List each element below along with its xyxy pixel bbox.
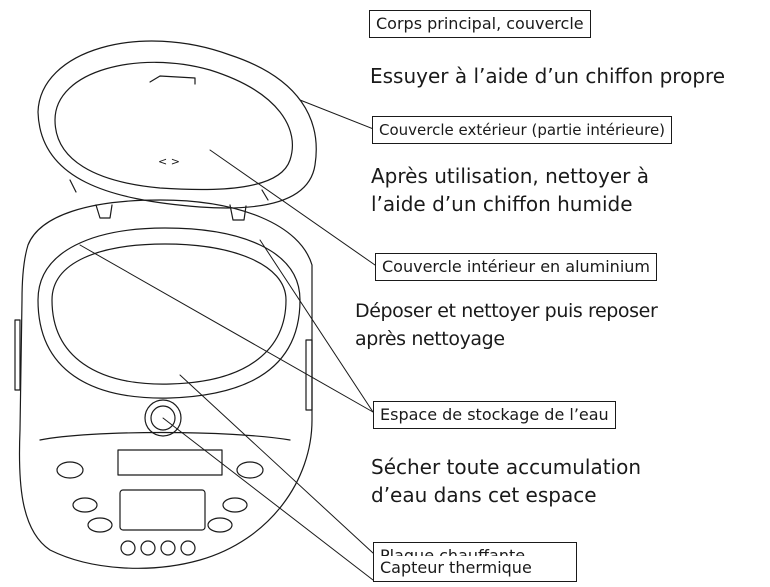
desc-outer-lid-line2: l’aide d’un chiffon humide [371, 191, 633, 217]
outer-lid [38, 41, 316, 208]
desc-outer-lid-line1: Après utilisation, nettoyer à [371, 163, 649, 189]
label-water-space: Espace de stockage de l’eau [373, 401, 616, 429]
control-panel [40, 433, 290, 556]
label-thermal-sensor: Capteur thermique [373, 556, 577, 582]
desc-body-lid: Essuyer à l’aide d’un chiffon propre [370, 63, 725, 89]
desc-inner-lid-line2: après nettoyage [355, 326, 505, 352]
desc-water-space-line2: d’eau dans cet espace [371, 482, 597, 508]
desc-water-space-line1: Sécher toute accumulation [371, 454, 641, 480]
desc-inner-lid-line1: Déposer et nettoyer puis reposer [355, 298, 657, 324]
leader-lines [80, 100, 376, 580]
hinge [96, 205, 246, 220]
label-body-lid: Corps principal, couvercle [369, 10, 591, 38]
inner-pot [38, 228, 300, 436]
label-inner-lid: Couvercle intérieur en aluminium [375, 253, 657, 281]
label-outer-lid: Couvercle extérieur (partie intérieure) [372, 116, 672, 144]
lid-glyph: < > [158, 155, 180, 168]
